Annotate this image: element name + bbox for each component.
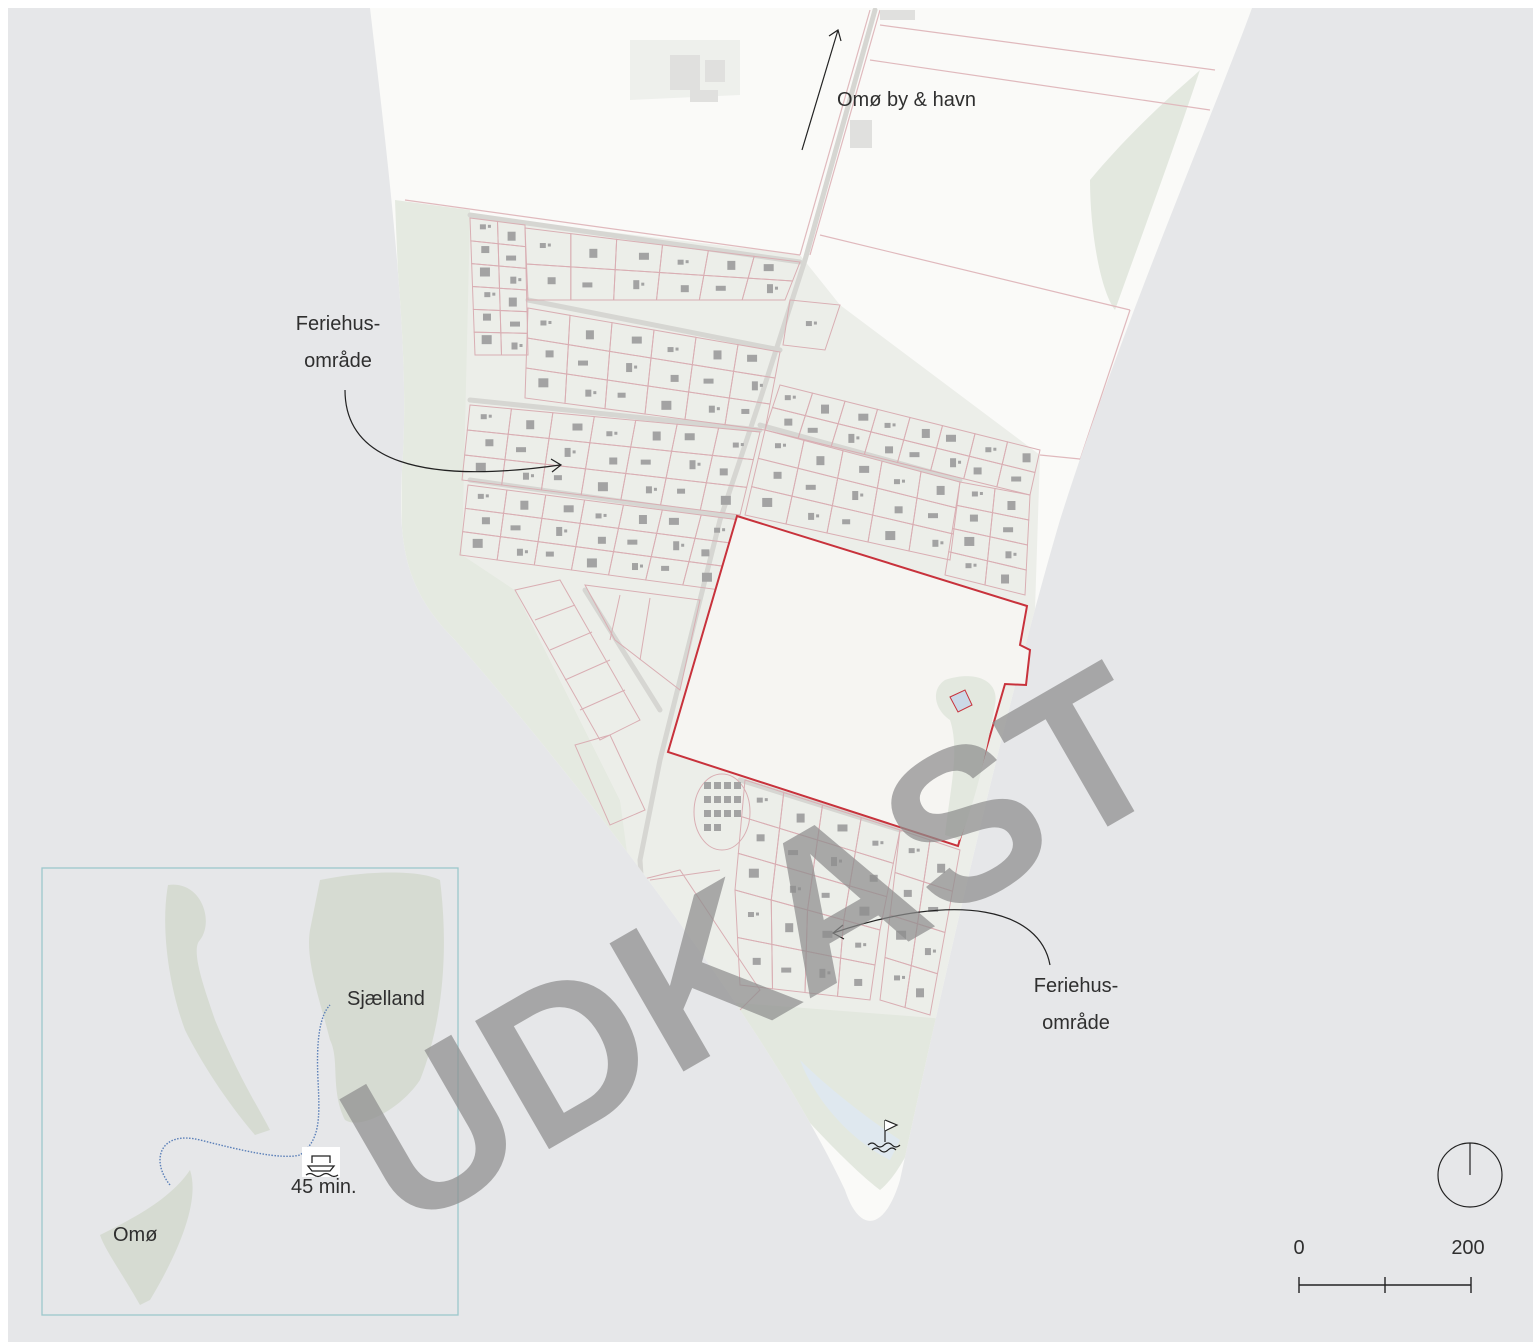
inset-label-ferry-time: 45 min. [291,1176,357,1198]
arrow-holiday-area-2 [832,909,1051,966]
inset-map: Sjælland 45 min. Omø [41,867,459,1316]
label-holiday-area-1-line1: Feriehus- [296,313,380,335]
arrow-holiday-area-1-head [550,458,563,473]
arrow-to-town-head [828,29,842,42]
parcels-northwest [459,217,841,591]
scale-label-end: 200 [1451,1237,1484,1259]
inset-label-omo: Omø [113,1224,157,1246]
vegetation-east-strip [1090,70,1200,310]
inset-island-north [165,884,270,1135]
beach-water [800,1060,900,1160]
scale-label-start: 0 [1293,1237,1304,1259]
north-arrow-icon [1437,1142,1503,1208]
inset-sjaelland [309,872,444,1123]
inset-label-sjaelland: Sjælland [347,988,425,1010]
parcels-south [693,773,961,1016]
parcels-east [744,384,1041,596]
label-holiday-area-2-line1: Feriehus- [1034,975,1118,997]
label-holiday-area-2-line2: område [1042,1012,1110,1034]
farm-buildings [670,10,915,148]
ferry-icon [305,1155,339,1178]
field-boundaries [404,9,1216,1031]
beach-flag-icon [867,1119,901,1153]
buildings [472,224,1031,998]
label-town-harbour: Omø by & havn [837,89,976,111]
label-holiday-area-1-line2: område [304,350,372,372]
arrow-holiday-area-2-head [831,924,845,940]
pond-vegetation [935,676,996,840]
pond [949,689,973,713]
ferry-route [159,1004,331,1186]
ferry-icon-bg [302,1147,340,1177]
arrow-to-town [801,29,839,151]
inset-omo-island [100,1170,193,1305]
project-area-parcel [666,514,1032,848]
scale-bar [1298,1277,1472,1293]
arrow-holiday-area-1 [344,389,561,473]
